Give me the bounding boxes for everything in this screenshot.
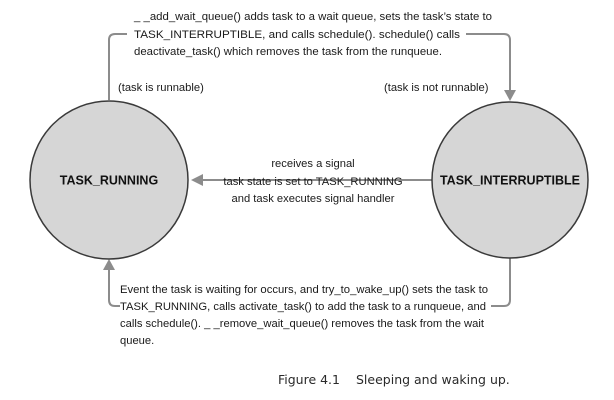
figure-caption: Figure 4.1 Sleeping and waking up. [278, 372, 510, 387]
wake-line: calls schedule(). _ _remove_wait_queue()… [120, 318, 485, 330]
signal-line: and task executes signal handler [232, 193, 395, 205]
sleep-description: _ _add_wait_queue() adds task to a wait … [133, 11, 492, 58]
state-task-running: TASK_RUNNING [29, 100, 189, 260]
signal-line: receives a signal [271, 158, 354, 170]
transition-wake-arrow [103, 258, 511, 307]
sleep-line: TASK_INTERRUPTIBLE, and calls schedule()… [134, 29, 460, 41]
transition-signal-arrow [191, 174, 432, 186]
state-task-interruptible: TASK_INTERRUPTIBLE [431, 101, 589, 259]
wake-line: Event the task is waiting for occurs, an… [120, 284, 488, 296]
signal-line: task state is set to TASK_RUNNING [223, 176, 402, 188]
sleep-line: _ _add_wait_queue() adds task to a wait … [133, 11, 492, 23]
caption-text: Sleeping and waking up. [356, 372, 510, 387]
wake-line: TASK_RUNNING, calls activate_task() to a… [120, 301, 486, 313]
state-label-interruptible: TASK_INTERRUPTIBLE [440, 174, 580, 188]
state-label-running: TASK_RUNNING [60, 174, 158, 188]
caption-number: Figure 4.1 [278, 372, 340, 387]
label-not-runnable: (task is not runnable) [384, 82, 489, 94]
transition-sleep-arrow [108, 33, 516, 101]
wake-line: queue. [120, 335, 154, 347]
sleep-line: deactivate_task() which removes the task… [134, 46, 442, 58]
wake-description: Event the task is waiting for occurs, an… [120, 284, 488, 347]
signal-description: receives a signal task state is set to T… [223, 158, 402, 205]
label-runnable: (task is runnable) [118, 82, 204, 94]
